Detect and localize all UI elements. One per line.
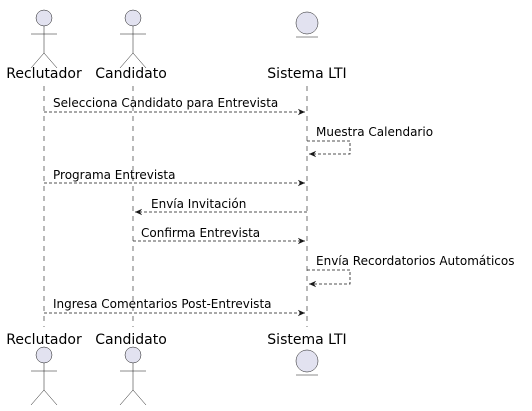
message-label: Muestra Calendario (316, 125, 433, 139)
participant-candidato-top: Candidato (95, 9, 167, 82)
actor-icon (119, 9, 147, 69)
participant-label: Candidato (95, 66, 167, 82)
message-3: Programa Entrevista (44, 168, 305, 187)
participant-reclutador-bottom: Reclutador (6, 332, 82, 406)
actor-icon (30, 346, 58, 406)
message-label: Selecciona Candidato para Entrevista (53, 96, 278, 110)
participant-candidato-bottom: Candidato (95, 332, 167, 406)
message-label: Envía Recordatorios Automáticos (316, 254, 514, 268)
participant-label: Sistema LTI (267, 332, 346, 348)
message-label: Envía Invitación (151, 197, 246, 211)
actor-icon (30, 9, 58, 69)
actor-icon (119, 346, 147, 406)
entity-icon (295, 349, 319, 376)
message-6: Envía Recordatorios Automáticos (307, 254, 514, 288)
message-2: Muestra Calendario (307, 125, 433, 158)
message-4: Envía Invitación (135, 197, 307, 216)
message-label: Programa Entrevista (53, 168, 176, 182)
message-label: Ingresa Comentarios Post-Entrevista (53, 297, 272, 311)
message-5: Confirma Entrevista (133, 226, 305, 245)
entity-icon (295, 11, 319, 38)
message-7: Ingresa Comentarios Post-Entrevista (44, 297, 305, 317)
participant-sistema-bottom: Sistema LTI (267, 332, 347, 376)
message-1: Selecciona Candidato para Entrevista (44, 96, 305, 116)
participant-sistema-top: Sistema LTI (267, 11, 347, 82)
participant-label: Sistema LTI (267, 66, 346, 82)
message-label: Confirma Entrevista (141, 226, 260, 240)
self-message-arrow (307, 140, 351, 158)
participant-label: Reclutador (6, 66, 82, 82)
self-message-arrow (307, 269, 351, 288)
participant-label: Reclutador (6, 332, 82, 348)
participant-reclutador-top: Reclutador (6, 9, 82, 82)
participant-label: Candidato (95, 332, 167, 348)
